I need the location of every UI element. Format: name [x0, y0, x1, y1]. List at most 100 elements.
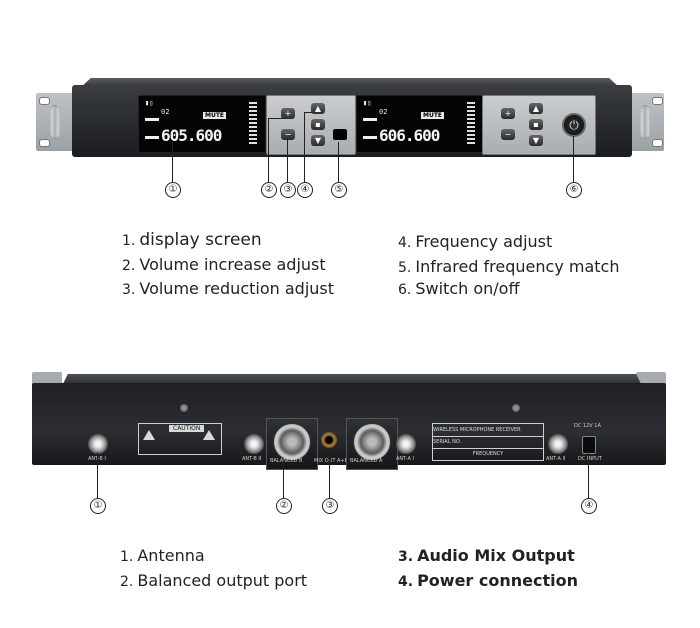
- callout-1: ①: [90, 498, 106, 514]
- legend-item: 4.Frequency adjust: [398, 232, 552, 251]
- frequency-down-button[interactable]: ▼: [311, 135, 325, 146]
- lcd-mute-badge: MUTE: [421, 112, 445, 119]
- legend-number: 4.: [398, 574, 414, 590]
- control-panel-right: + − ▲ ▪ ▼ ⏻: [482, 95, 596, 155]
- front-top-edge: [80, 78, 620, 88]
- port-label: MIX OUT A+B: [314, 458, 349, 464]
- port-label: BALANCED B: [270, 458, 303, 464]
- caution-title: CAUTION: [169, 425, 205, 432]
- legend-number: 6.: [398, 282, 412, 298]
- dc-spec-label: DC 12V 1A: [574, 423, 601, 429]
- callout-line: [588, 452, 589, 498]
- port-label: DC INPUT: [578, 456, 602, 462]
- lcd-signal-meter: [467, 102, 475, 144]
- port-label: ANT-B II: [242, 456, 262, 462]
- antenna-connector[interactable]: [548, 434, 568, 454]
- legend-item: 2.Balanced output port: [120, 571, 307, 590]
- dc-input-jack[interactable]: [582, 436, 596, 454]
- callout-4: ④: [581, 498, 597, 514]
- legend-number: 2.: [122, 258, 136, 274]
- antenna-connector[interactable]: [396, 434, 416, 454]
- callout-3: ③: [322, 498, 338, 514]
- legend-text: Antenna: [137, 546, 205, 565]
- port-label: ANT-A II: [546, 456, 566, 462]
- lcd-signal-meter: [249, 102, 257, 144]
- legend-text: Balanced output port: [137, 571, 308, 590]
- volume-up-button[interactable]: +: [281, 108, 295, 119]
- port-label: BALANCED A: [350, 458, 383, 464]
- ear-hole: [39, 97, 50, 105]
- handle-left: [50, 105, 60, 139]
- callout-line: [268, 118, 269, 182]
- lcd-level-bar: [363, 118, 377, 121]
- volume-up-button[interactable]: +: [501, 108, 515, 119]
- legend-item: 5.Infrared frequency match: [398, 257, 619, 276]
- info-row: FREQUENCY: [472, 451, 504, 457]
- callout-line: [97, 452, 98, 498]
- lcd-frequency: 606.600: [379, 126, 440, 145]
- display-screen-left: ▮▯ 02 MUTE 605.600: [138, 95, 266, 153]
- xlr-output-a[interactable]: [353, 423, 391, 461]
- port-label: ANT-A I: [396, 456, 414, 462]
- legend-number: 2.: [120, 574, 134, 590]
- lcd-mute-badge: MUTE: [203, 112, 227, 119]
- callout-6: ⑥: [566, 182, 582, 198]
- lcd-level-bar: [145, 118, 159, 121]
- legend-number: 5.: [398, 260, 412, 276]
- info-row: SERIAL NO.: [433, 436, 543, 449]
- infrared-window: [333, 129, 347, 140]
- frequency-set-button[interactable]: ▪: [529, 119, 543, 130]
- mix-output-jack[interactable]: [321, 432, 337, 448]
- frequency-up-button[interactable]: ▲: [529, 103, 543, 114]
- legend-number: 1.: [120, 549, 134, 565]
- callout-line: [172, 140, 173, 182]
- caution-label: CAUTION: [138, 423, 222, 455]
- antenna-indicator: ▮▯: [363, 99, 372, 107]
- legend-item: 2.Volume increase adjust: [122, 255, 326, 274]
- frequency-set-button[interactable]: ▪: [311, 119, 325, 130]
- callout-line: [304, 112, 312, 113]
- ear-hole: [39, 139, 50, 147]
- legend-number: 1.: [122, 233, 136, 249]
- lcd-channel: 02: [161, 108, 170, 116]
- legend-item: 1.display screen: [122, 230, 262, 250]
- screw: [512, 404, 520, 412]
- legend-text: Power connection: [417, 571, 578, 590]
- legend-number: 3.: [398, 549, 414, 565]
- callout-line: [287, 138, 288, 182]
- callout-4: ④: [297, 182, 313, 198]
- power-button[interactable]: ⏻: [562, 113, 586, 137]
- legend-text: Volume increase adjust: [139, 255, 326, 274]
- legend-text: Infrared frequency match: [415, 257, 620, 276]
- ear-hole: [652, 97, 663, 105]
- handle-right: [640, 105, 650, 139]
- legend-text: Frequency adjust: [415, 232, 553, 251]
- frequency-up-button[interactable]: ▲: [311, 103, 325, 114]
- legend-text: display screen: [139, 230, 262, 250]
- legend-item: 1.Antenna: [120, 546, 205, 565]
- rack-ear-left: [36, 93, 74, 151]
- antenna-connector[interactable]: [244, 434, 264, 454]
- ear-hole: [652, 139, 663, 147]
- lcd-channel: 02: [379, 108, 388, 116]
- legend-text: Switch on/off: [415, 279, 520, 298]
- callout-line: [283, 460, 284, 498]
- control-panel-left: + − ▲ ▪ ▼: [266, 95, 356, 155]
- display-screen-right: ▮▯ 02 MUTE 606.600: [356, 95, 484, 153]
- frequency-down-button[interactable]: ▼: [529, 135, 543, 146]
- callout-line: [329, 448, 330, 498]
- callout-1: ①: [165, 182, 181, 198]
- balanced-output-plate: [266, 418, 318, 470]
- callout-line: [573, 136, 574, 182]
- antenna-indicator: ▮▯: [145, 99, 154, 107]
- callout-line: [304, 112, 305, 182]
- screw: [180, 404, 188, 412]
- info-row: WIRELESS MICROPHONE RECEIVER: [433, 424, 543, 437]
- legend-item: 3.Audio Mix Output: [398, 546, 575, 565]
- volume-down-button[interactable]: −: [281, 129, 295, 140]
- volume-down-button[interactable]: −: [501, 129, 515, 140]
- legend-number: 3.: [122, 282, 136, 298]
- antenna-connector[interactable]: [88, 434, 108, 454]
- xlr-output-b[interactable]: [273, 423, 311, 461]
- callout-3: ③: [280, 182, 296, 198]
